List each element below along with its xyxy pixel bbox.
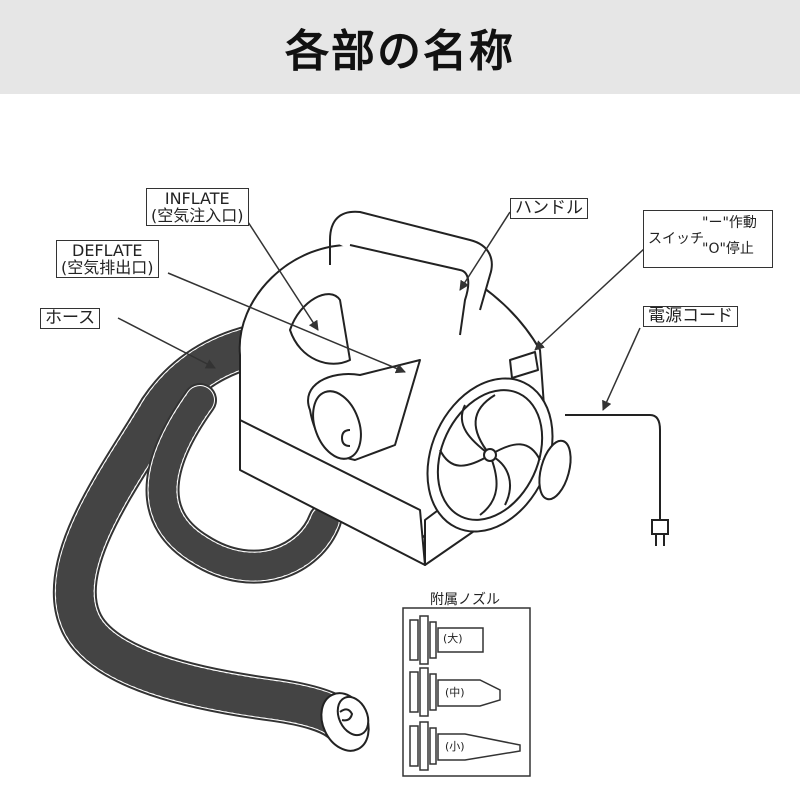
power-cord	[565, 414, 669, 546]
inflate-title: INFLATE	[164, 189, 230, 208]
hose-illustration	[52, 318, 362, 742]
deflate-subtitle: (空気排出口)	[61, 258, 154, 277]
switch-label: スイッチ "ー"作動 "O"停止	[643, 210, 773, 268]
nozzle-medium-label: (中)	[445, 686, 465, 699]
page-header: 各部の名称	[0, 0, 800, 94]
switch-off-label: "O"停止	[702, 241, 754, 257]
deflate-label: DEFLATE (空気排出口)	[56, 240, 159, 278]
pump-body	[238, 210, 572, 566]
leader-arrows	[117, 211, 646, 411]
inflate-subtitle: (空気注入口)	[151, 206, 244, 225]
power-cord-label: 電源コード	[643, 306, 738, 327]
page-title: 各部の名称	[285, 26, 515, 77]
deflate-title: DEFLATE	[72, 241, 143, 260]
pump-illustration	[52, 210, 669, 777]
inflate-label: INFLATE (空気注入口)	[146, 188, 249, 226]
nozzle-box	[402, 607, 531, 777]
fan-swirl	[439, 394, 541, 516]
handle-label: ハンドル	[510, 198, 588, 219]
nozzle-small-label: (小)	[445, 740, 465, 753]
nozzle-box-title: 附属ノズル	[430, 592, 500, 608]
hose-label: ホース	[40, 308, 101, 329]
switch-title: スイッチ	[648, 231, 704, 247]
switch-on-label: "ー"作動	[702, 215, 757, 231]
nozzle-large-label: (大)	[443, 632, 463, 645]
hose-end-fitting	[320, 692, 370, 752]
parts-diagram: INFLATE (空気注入口) DEFLATE (空気排出口) ホース ハンドル…	[0, 94, 800, 800]
